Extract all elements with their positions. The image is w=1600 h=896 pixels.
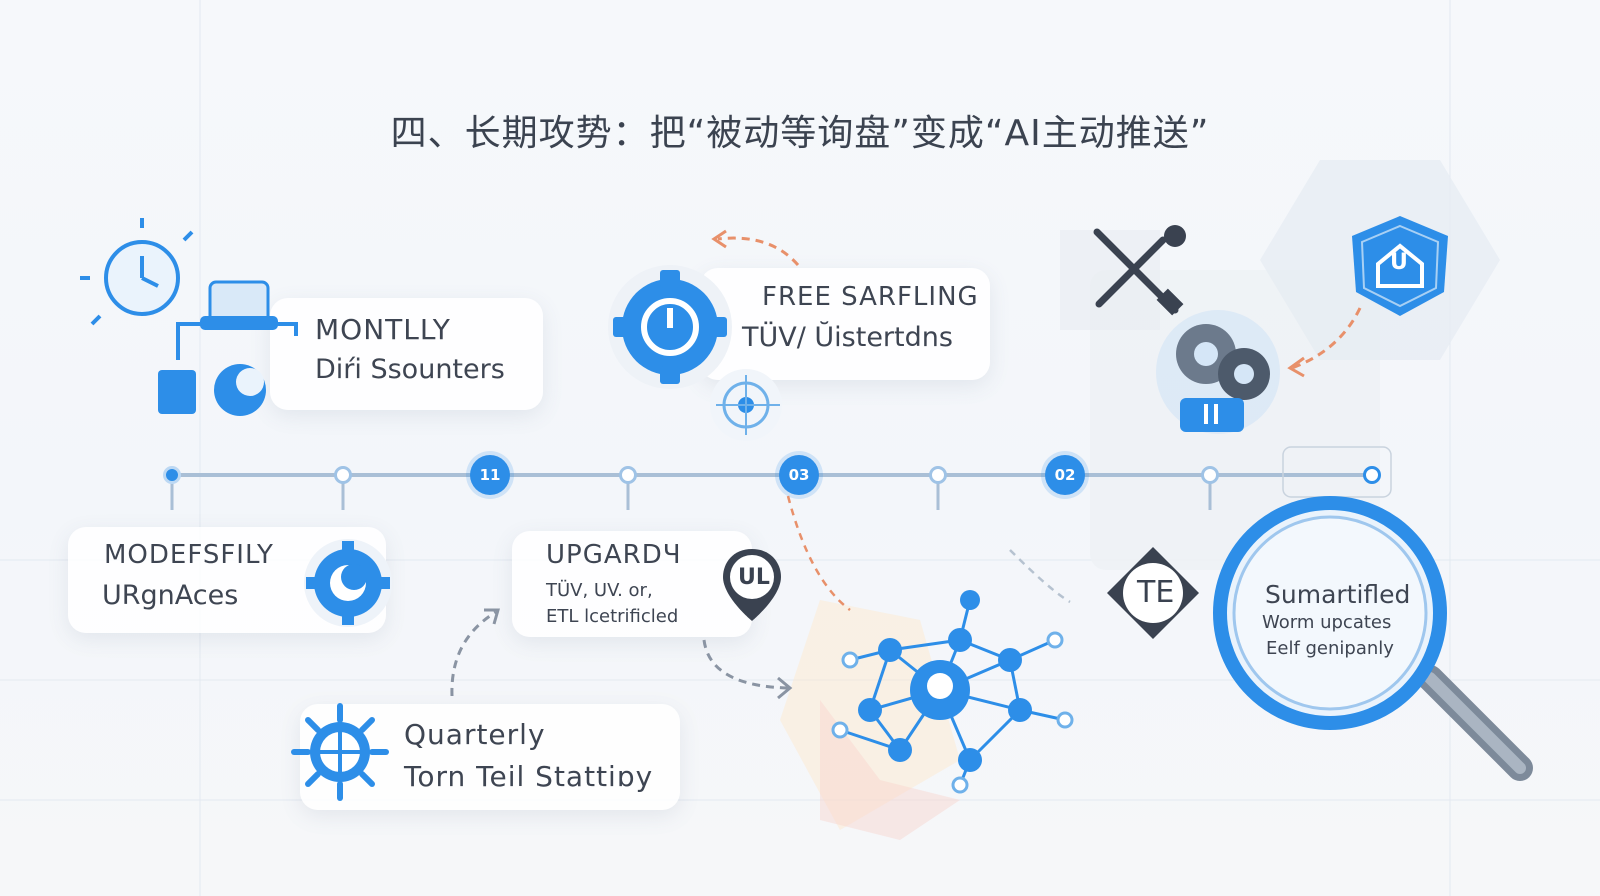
ul-location-pin-icon: [723, 549, 781, 621]
gears-cluster-icon: [1156, 310, 1280, 434]
monthly-title: MONTLLY: [315, 313, 451, 346]
te-badge-label: TE: [1137, 575, 1175, 610]
gear-moon-icon: [304, 539, 392, 627]
timeline-marker-03: 03: [779, 455, 819, 495]
dashed-connector: [786, 495, 1071, 611]
ul-badge-label: UL: [738, 565, 770, 590]
timeline-dot: [1201, 466, 1219, 484]
upgrade-line3: ETL lcetrificled: [546, 606, 679, 627]
summary-line2: Worm upcates: [1262, 612, 1392, 633]
summary-line3: Eelf genipanly: [1266, 638, 1394, 659]
free-sampling-subtitle: TÜV/ Ŭistertdns: [742, 322, 953, 353]
summary-title: Sumartifled: [1265, 580, 1411, 609]
shield-badge-label: U: [1390, 250, 1408, 275]
network-compass-icon: [710, 369, 782, 441]
card-monthly: [270, 298, 543, 410]
quarterly-subtitle: Torn Teil Stattiɒy: [404, 760, 654, 793]
page-title: 四、长期攻势：把“被动等询盘”变成“AI主动推送”: [390, 113, 1210, 154]
dashed-arrow-icon: [450, 608, 500, 697]
te-diamond-icon: [1107, 547, 1199, 639]
quarterly-title: Quarterly: [404, 718, 546, 751]
sun-gear-icon: [291, 703, 389, 801]
timeline-dot-start: [163, 466, 181, 484]
curved-arrow-left-icon: [1287, 307, 1362, 378]
timeline-dot-end: [1363, 466, 1381, 484]
card-upgrade: [512, 531, 752, 637]
free-sampling-title: FREE SARFLING: [762, 282, 979, 312]
dashed-arrow-right-icon: [702, 639, 793, 700]
timeline-marker-11: 11: [470, 455, 510, 495]
modefsfily-subtitle: URgnAces: [102, 580, 239, 611]
clock-robot-icon: [80, 218, 298, 416]
gear-power-icon: [608, 265, 732, 389]
magnifier-icon: [1213, 496, 1533, 781]
timeline-dot: [334, 466, 352, 484]
monthly-subtitle: Diŕi Ssounters: [315, 354, 505, 385]
arrow-curved-icon: [711, 229, 800, 266]
upgrade-line2: TÜV, UV. or,: [546, 580, 653, 601]
shield-house-icon: [1352, 216, 1448, 316]
modefsfily-title: MODEFSFILY: [104, 540, 274, 570]
ai-network-icon: [831, 590, 1074, 794]
card-free-sampling: [700, 268, 990, 380]
upgrade-title: UPGARDЧ: [546, 540, 682, 570]
tools-wrench-icon: [1093, 225, 1186, 316]
timeline-dot: [619, 466, 637, 484]
timeline-dot: [929, 466, 947, 484]
timeline-marker-02: 02: [1045, 455, 1085, 495]
